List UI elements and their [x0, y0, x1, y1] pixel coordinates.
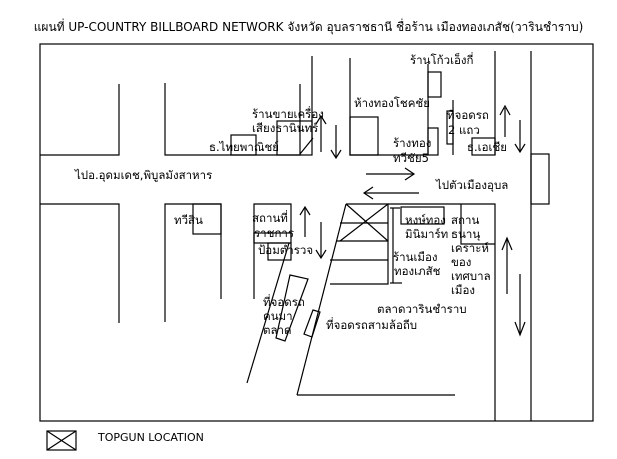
arrow-up-1 — [315, 114, 327, 152]
block-lower-left — [40, 203, 120, 323]
label-hong-thong-2: มินิมาร์ท — [405, 227, 449, 241]
label-muang-thong-1: ร้านเมือง — [393, 250, 438, 264]
label-health-station-4: ของ — [451, 255, 472, 269]
label-thawisin: ทวีสิน — [174, 213, 203, 227]
market-road-left — [246, 242, 290, 384]
map-title: แผนที่ UP-COUNTRY BILLBOARD NETWORK จังห… — [33, 20, 584, 34]
legend-symbol — [46, 430, 77, 451]
label-parking-2-rows-2: 2 แถว — [448, 123, 480, 137]
label-market-parking-2: คนมา — [263, 309, 293, 323]
health-station-building — [460, 204, 495, 245]
market-parking-area — [275, 274, 309, 342]
legend-label: TOPGUN LOCATION — [98, 431, 204, 444]
arrow-up-3 — [299, 205, 311, 237]
koh-eng-ki-building — [427, 71, 442, 98]
label-gov-place-2: ราชการ — [254, 226, 295, 240]
map-frame — [39, 43, 594, 422]
label-tricycle-parking: ที่จอดรถสามล้อถีบ — [326, 318, 418, 332]
label-market: ตลาดวารินชำราบ — [377, 302, 467, 316]
label-sound-shop-1: ร้านขายเครื่อง — [252, 107, 324, 121]
thai-panich-building — [230, 134, 257, 156]
thawisin-building — [192, 203, 222, 235]
hang-thong-building — [349, 116, 379, 156]
arrow-down-3 — [315, 222, 327, 260]
diag-corner — [299, 137, 314, 155]
label-market-parking-1: ที่จอดรถ — [263, 295, 305, 309]
block-upper-left — [40, 84, 120, 156]
hong-thong-building — [400, 206, 445, 225]
arrow-right-main — [366, 167, 416, 181]
label-hong-thong-1: หงษ์ทอง — [405, 213, 446, 227]
arrow-up-2 — [499, 104, 511, 137]
arrow-down-4 — [514, 274, 526, 337]
block-gov — [253, 203, 292, 299]
label-gold-shop-2: ทวีชัย5 — [393, 151, 429, 165]
topgun-x-1 — [345, 203, 389, 242]
label-health-station-2: ธนานุ — [451, 227, 481, 241]
tricycle-parking-area — [303, 309, 321, 338]
arrow-up-4 — [501, 236, 513, 294]
topgun-block-outline — [330, 203, 389, 285]
right-building — [530, 153, 550, 205]
label-asia-bank: ธ.เอเชีย — [467, 140, 507, 154]
topgun-block-left — [296, 203, 347, 396]
health-station-block — [388, 203, 496, 421]
label-health-station-1: สถาน — [451, 213, 480, 227]
label-health-station-3: เคราะห์ — [451, 241, 490, 255]
label-police-box: ป้อมตำรวจ — [258, 243, 314, 257]
arrow-left-main — [362, 186, 419, 200]
label-gold-shop-1: ร้างทอง — [393, 136, 432, 150]
label-parking-2-rows-1: ที่จอดรถ — [447, 108, 489, 122]
label-health-station-5: เทศบาล — [451, 269, 491, 283]
topgun-x-2 — [339, 203, 389, 242]
label-to-udom: ไปอ.อุดมเดช,พิบูลมังสาหาร — [75, 168, 213, 182]
label-thai-panich: ธ.ไทยพาณิชย์ — [209, 140, 280, 154]
label-sound-shop-2: เสียงธานินทร์ — [252, 121, 319, 135]
label-health-station-6: เมือง — [451, 283, 476, 297]
label-koh-eng-ki: ร้านโก้วเอ็งกี่ — [410, 53, 474, 67]
label-muang-thong-2: ทองเภสัช — [394, 264, 441, 278]
label-to-ubon-city: ไปตัวเมืองอุบล — [436, 178, 509, 192]
police-box-building — [267, 242, 292, 261]
label-hang-thong-chokchai: ห้างทองโชคชัย — [354, 96, 430, 110]
arrow-down-2 — [514, 120, 526, 154]
parking-2-rows — [446, 110, 454, 145]
sound-shop-building — [276, 120, 313, 156]
label-gov-place-1: สถานที่ — [252, 211, 288, 225]
label-market-parking-3: ตลาด — [263, 323, 292, 337]
gold-shop-building — [427, 127, 439, 156]
arrow-down-1 — [330, 125, 342, 160]
